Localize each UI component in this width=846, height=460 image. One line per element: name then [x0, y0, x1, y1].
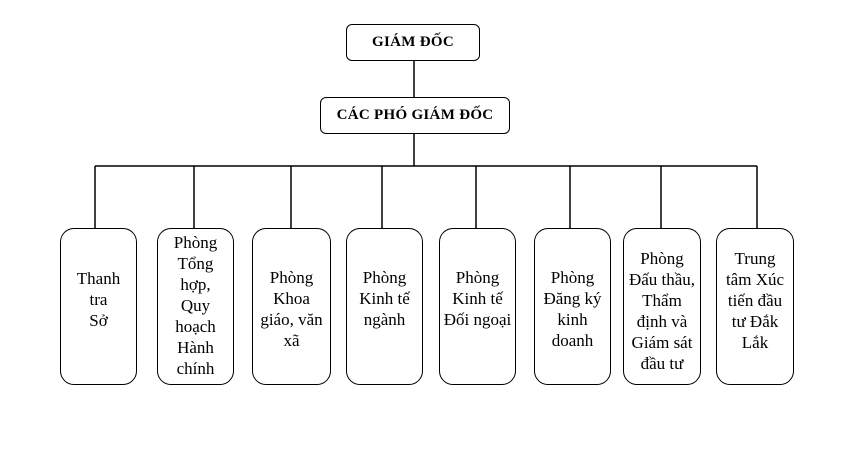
director-label: GIÁM ĐỐC: [372, 34, 454, 50]
director-box: GIÁM ĐỐC: [346, 24, 480, 61]
deputies-box: CÁC PHÓ GIÁM ĐỐC: [320, 97, 510, 134]
deputies-label: CÁC PHÓ GIÁM ĐỐC: [336, 107, 494, 123]
